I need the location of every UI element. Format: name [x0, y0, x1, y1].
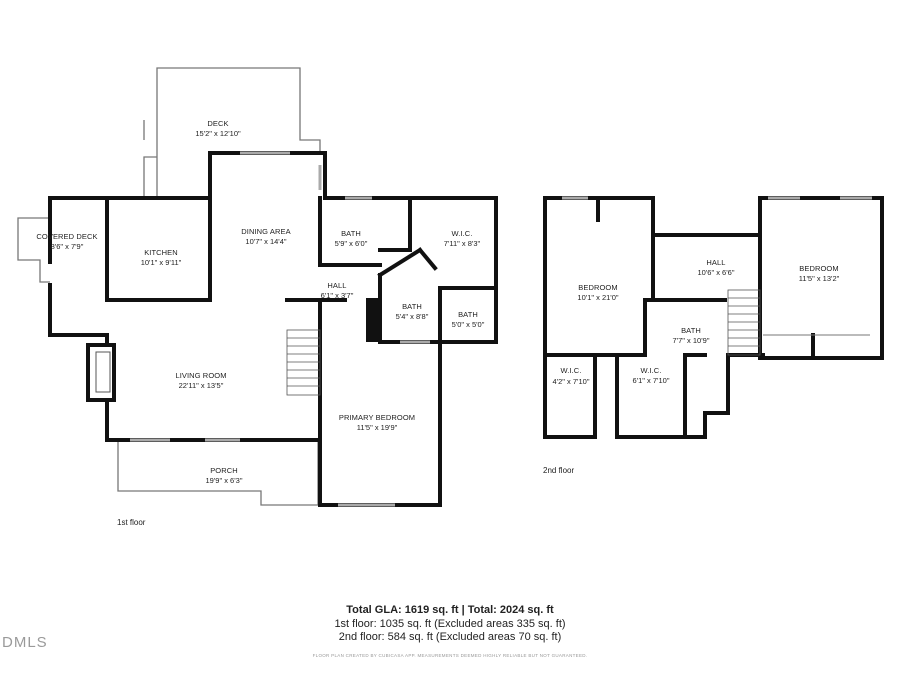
- room-dims: 7'11" x 8'3": [444, 239, 481, 248]
- room-name: W.I.C.: [640, 366, 661, 375]
- second-floor-plan: BEDROOM 10'1" x 21'0" HALL 10'6" x 6'6" …: [543, 196, 884, 475]
- second-floor-area: 2nd floor: 584 sq. ft (Excluded areas 70…: [338, 631, 562, 643]
- windows-first: [130, 151, 430, 507]
- porch-outline: [117, 440, 318, 506]
- second-floor-walls: [543, 196, 884, 439]
- room-dims: 10'1" x 9'11": [141, 258, 182, 267]
- room-name: PRIMARY BEDROOM: [339, 413, 415, 422]
- total-area-summary: Total GLA: 1619 sq. ft | Total: 2024 sq.…: [346, 604, 554, 616]
- room-dims: 7'7" x 10'9": [673, 336, 710, 345]
- room-dims: 4'2" x 7'10": [553, 377, 590, 386]
- deck-outline: [156, 67, 321, 197]
- room-name: DINING AREA: [241, 227, 290, 236]
- stairs-second: [727, 289, 761, 356]
- room-dims: 10'6" x 6'6": [698, 268, 735, 277]
- room-name: KITCHEN: [144, 248, 178, 257]
- deck-outline-2: [143, 156, 157, 197]
- room-name: COVERED DECK: [36, 232, 97, 241]
- first-floor-area: 1st floor: 1035 sq. ft (Excluded areas 3…: [334, 618, 566, 630]
- room-dims: 8'6" x 7'9": [51, 242, 84, 251]
- first-floor-plan: DECK 15'2" x 12'10" COVERED DECK 8'6" x …: [17, 67, 498, 527]
- room-name: BEDROOM: [578, 283, 617, 292]
- room-dims: 15'2" x 12'10": [195, 129, 241, 138]
- room-dims: 5'9" x 6'0": [335, 239, 368, 248]
- room-dims: 10'1" x 21'0": [577, 293, 618, 302]
- room-dims: 22'11" x 13'5": [179, 381, 224, 390]
- room-dims: 11'5" x 19'9": [357, 423, 398, 432]
- room-dims: 6'1" x 7'10": [633, 376, 670, 385]
- first-floor-walls: [48, 151, 498, 507]
- room-dims: 19'9" x 6'3": [206, 476, 243, 485]
- room-name: BATH: [402, 302, 422, 311]
- disclaimer-text: FLOOR PLAN CREATED BY CUBICASA APP. MEAS…: [312, 653, 588, 658]
- room-name: HALL: [327, 281, 346, 290]
- labels-first: DECK 15'2" x 12'10" COVERED DECK 8'6" x …: [36, 119, 484, 485]
- room-dims: 6'1" x 3'7": [321, 291, 354, 300]
- fireplace-icon: [86, 343, 116, 402]
- mls-watermark: DMLS: [2, 634, 48, 651]
- bath-fixture: [366, 298, 380, 342]
- stairs-first: [286, 329, 321, 396]
- room-name: BATH: [341, 229, 361, 238]
- covered-deck-outline: [17, 200, 51, 283]
- room-dims: 5'4" x 8'8": [396, 312, 429, 321]
- room-name: W.I.C.: [451, 229, 472, 238]
- room-name: W.I.C.: [560, 366, 581, 375]
- room-name: BATH: [681, 326, 701, 335]
- room-name: HALL: [706, 258, 725, 267]
- room-name: DECK: [207, 119, 228, 128]
- room-dims: 10'7" x 14'4": [245, 237, 286, 246]
- labels-second: BEDROOM 10'1" x 21'0" HALL 10'6" x 6'6" …: [553, 258, 840, 386]
- room-name: PORCH: [210, 466, 238, 475]
- room-name: BATH: [458, 310, 478, 319]
- second-floor-label: 2nd floor: [543, 466, 574, 475]
- room-name: LIVING ROOM: [175, 371, 226, 380]
- first-floor-label: 1st floor: [117, 518, 146, 527]
- room-dims: 11'5" x 13'2": [799, 274, 840, 283]
- room-name: BEDROOM: [799, 264, 838, 273]
- room-dims: 5'0" x 5'0": [452, 320, 485, 329]
